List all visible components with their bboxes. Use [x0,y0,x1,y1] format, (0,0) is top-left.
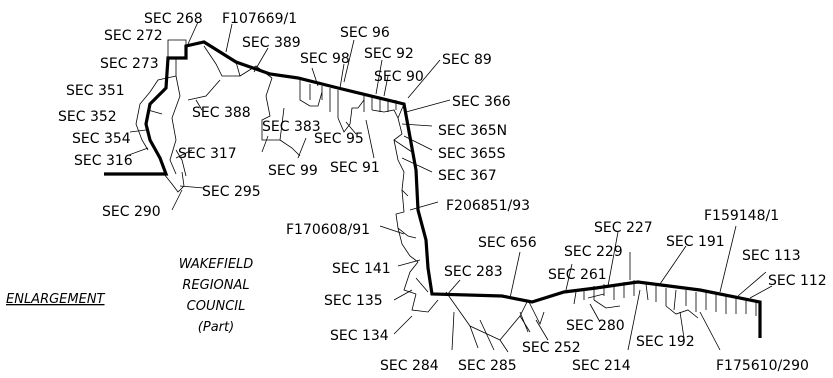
parcel-label: SEC 192 [636,334,695,350]
council-name-line-1: WAKEFIELD [179,257,254,272]
parcel-label: SEC 290 [102,204,161,220]
parcel-label: SEC 366 [452,94,511,110]
parcel-label: SEC 261 [548,267,607,283]
parcel-label: SEC 389 [242,35,301,51]
parcel-label: SEC 113 [742,248,801,264]
parcel-label: SEC 90 [374,69,424,85]
parcel-label: SEC 98 [300,51,350,67]
parcel-label: SEC 283 [444,264,503,280]
parcel-label: SEC 317 [178,146,237,162]
parcel-label: SEC 141 [332,261,391,277]
council-boundary [104,40,762,338]
enlargement-label: ENLARGEMENT [6,292,106,307]
parcel-label: SEC 285 [458,358,517,374]
parcel-label: SEC 273 [100,56,159,72]
parcel-label: SEC 134 [330,328,389,344]
council-name-line-2: REGIONAL [182,278,249,293]
council-label: WAKEFIELD REGIONAL COUNCIL (Part) [179,257,254,335]
council-name-line-3: COUNCIL [187,299,246,314]
parcel-label: F159148/1 [704,208,779,224]
parcel-label: SEC 191 [666,234,725,250]
parcel-label: SEC 95 [314,131,364,147]
parcel-label: SEC 252 [522,340,581,356]
parcel-label: SEC 91 [330,160,380,176]
parcel-label: SEC 92 [364,46,414,62]
parcel-label: SEC 295 [202,184,261,200]
parcel-label: F175610/290 [716,358,809,374]
parcel-label: SEC 135 [324,293,383,309]
parcel-label: SEC 354 [72,131,131,147]
parcel-label: SEC 229 [564,244,623,260]
parcel-label: SEC 656 [478,235,537,251]
parcel-labels: SEC 268 F107669/1 SEC 272 SEC 389 SEC 96… [58,11,827,374]
parcel-label: SEC 96 [340,25,390,41]
parcel-label: SEC 365N [438,123,507,139]
parcel-label: SEC 99 [268,163,318,179]
parcel-label: SEC 112 [768,273,827,289]
parcel-label: SEC 89 [442,52,492,68]
parcel-label: SEC 272 [104,28,163,44]
council-name-line-4: (Part) [198,320,234,335]
parcel-label: SEC 316 [74,153,133,169]
parcel-label: SEC 352 [58,109,117,125]
parcel-label: SEC 351 [66,83,125,99]
parcel-label: SEC 383 [262,119,321,135]
parcel-label: SEC 227 [594,220,653,236]
parcel-label: SEC 268 [144,11,203,27]
parcel-label: F206851/93 [446,198,530,214]
parcel-label: SEC 388 [192,105,251,121]
parcel-label: F107669/1 [222,11,297,27]
parcel-label: SEC 284 [380,358,439,374]
leader-lines [125,21,773,351]
parcel-label: F170608/91 [286,222,370,238]
parcel-label: SEC 367 [438,168,497,184]
parcel-label: SEC 365S [438,146,506,162]
parcel-label: SEC 280 [566,318,625,334]
parcel-label: SEC 214 [572,358,631,374]
